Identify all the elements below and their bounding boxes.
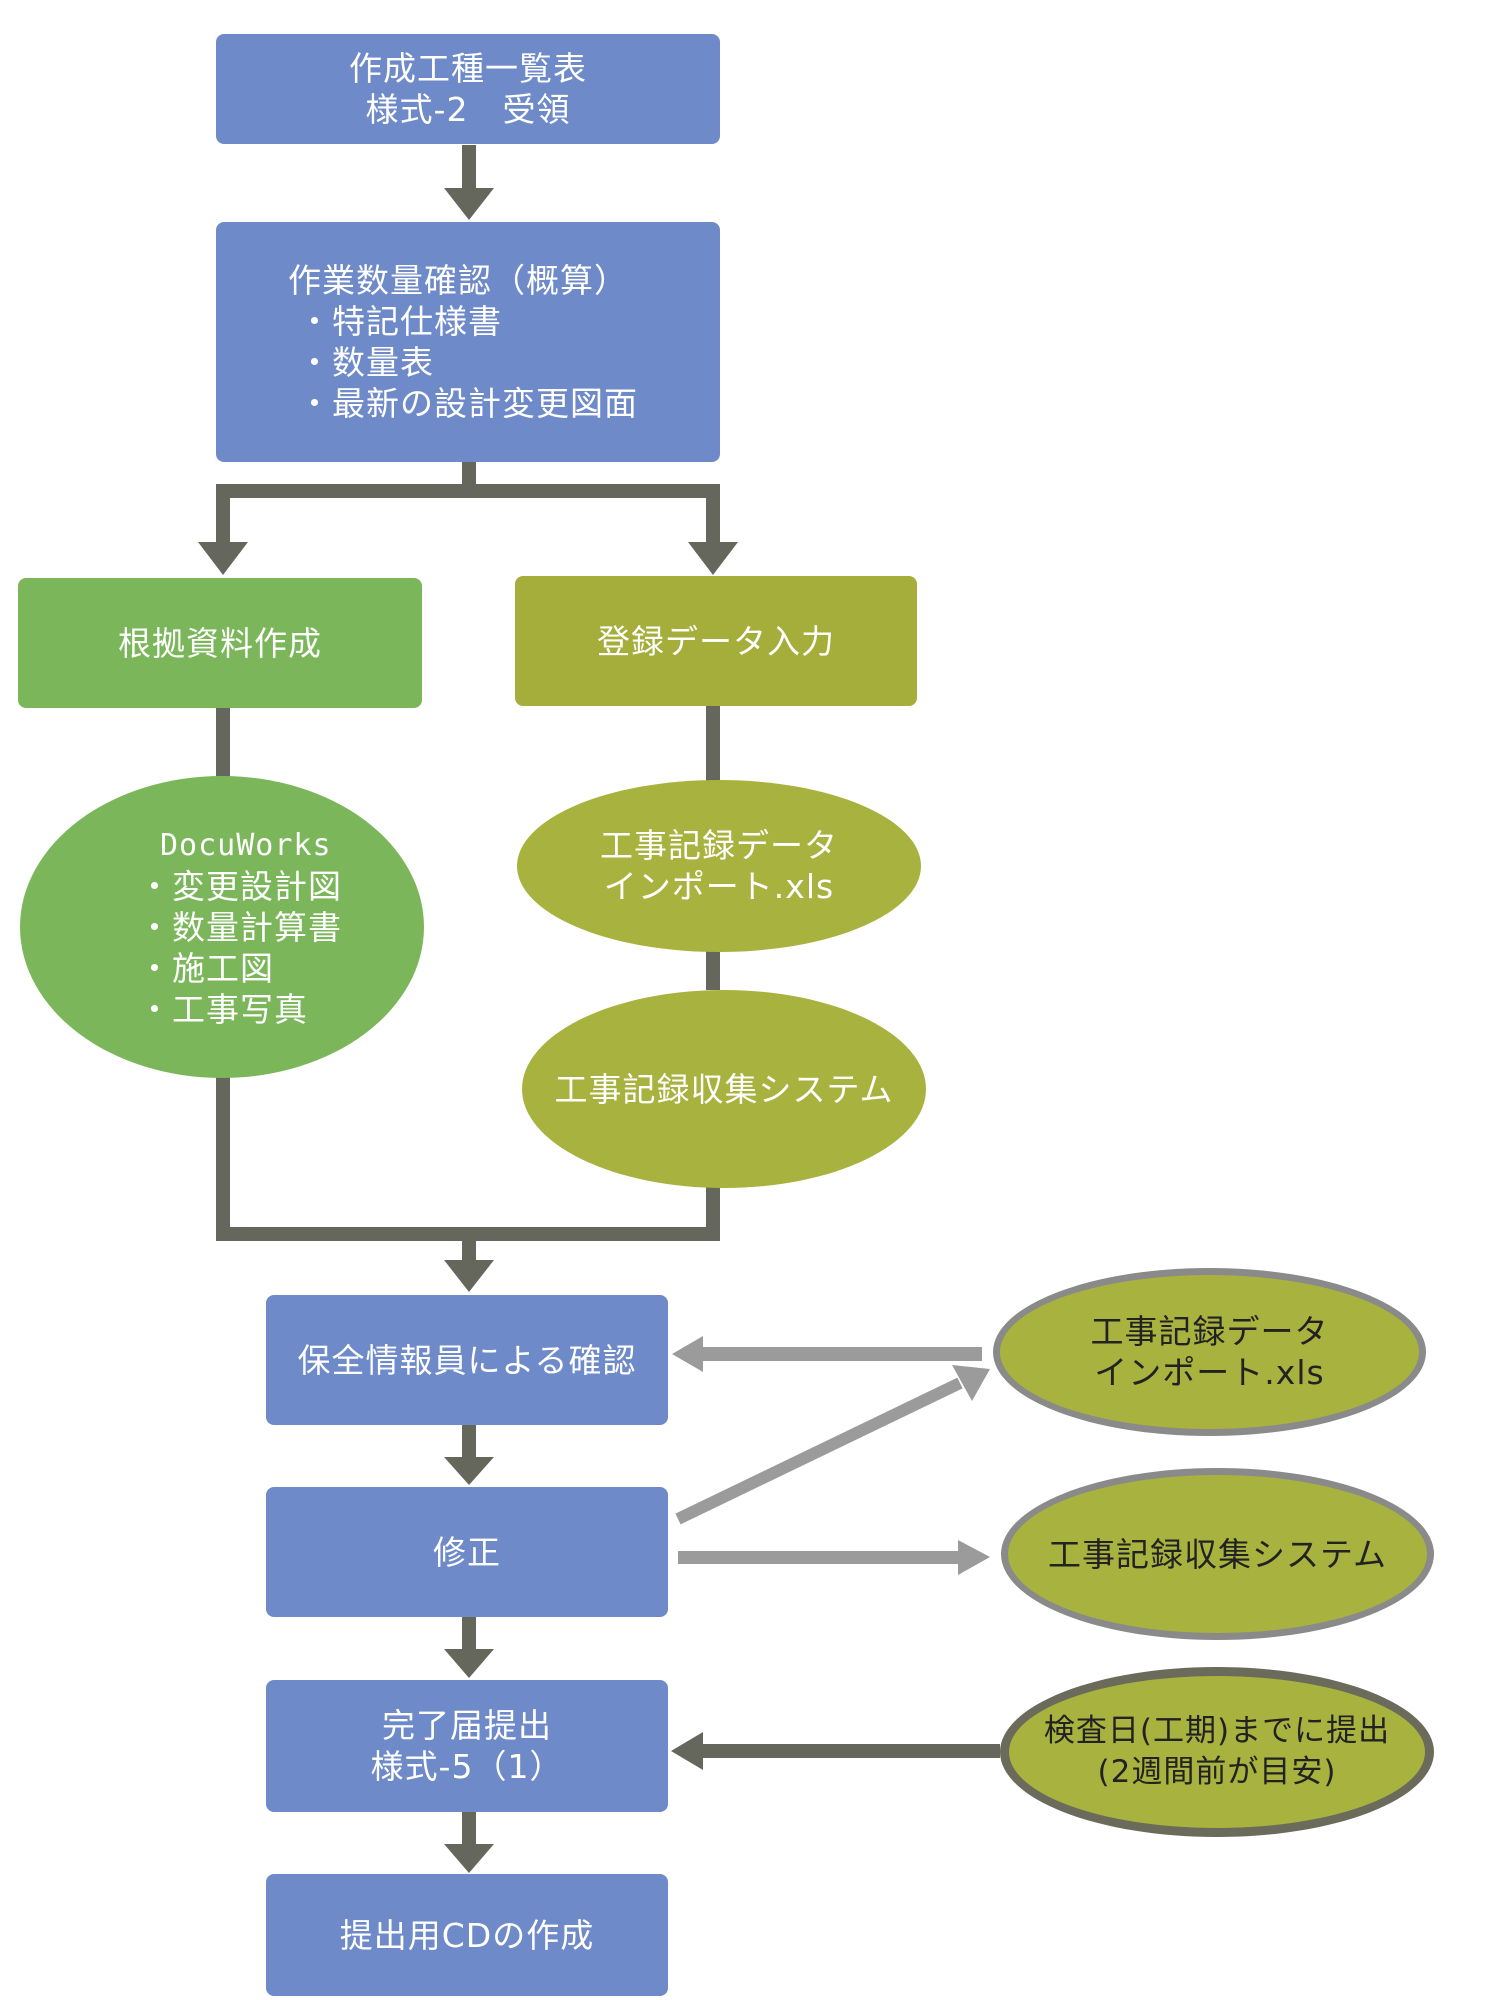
node-data-entry: 登録データ入力 xyxy=(515,576,917,706)
node-collection-system: 工事記録収集システム xyxy=(522,990,926,1188)
arrowhead-to-check xyxy=(444,188,494,220)
arrowhead-to-staff-check xyxy=(444,1260,494,1292)
node-side-import-xls: 工事記録データ インポート.xls xyxy=(993,1268,1426,1436)
connector-staff-to-fix xyxy=(462,1423,476,1460)
connector-receive-to-check xyxy=(462,145,476,190)
node-side-collection-system: 工事記録収集システム xyxy=(1001,1468,1434,1640)
fix-label: 修正 xyxy=(433,1532,501,1572)
import-xls-line-2: インポート.xls xyxy=(603,867,835,906)
node-import-xls: 工事記録データ インポート.xls xyxy=(517,780,921,952)
docuworks-item: ・変更設計図 xyxy=(138,866,342,906)
connector-side-xls-to-staff xyxy=(700,1347,982,1361)
import-xls-line-1: 工事記録データ xyxy=(600,826,838,865)
quantity-check-item: ・特記仕様書 xyxy=(298,302,502,341)
quantity-check-item: ・最新の設計変更図面 xyxy=(298,384,638,423)
completion-line-1: 完了届提出 xyxy=(382,1706,552,1745)
arrowhead-deadline xyxy=(671,1732,703,1770)
connector-merge-drop xyxy=(462,1227,476,1263)
receive-line-2: 様式-2 受領 xyxy=(365,90,571,129)
node-quantity-check: 作業数量確認（概算） ・特記仕様書 ・数量表 ・最新の設計変更図面 xyxy=(216,222,720,462)
docuworks-item: ・数量計算書 xyxy=(138,907,342,947)
docuworks-title: DocuWorks xyxy=(160,827,332,863)
evidence-label: 根拠資料作成 xyxy=(118,623,322,663)
arrowhead-to-side-xls xyxy=(952,1365,990,1401)
completion-line-2: 様式-5（1） xyxy=(370,1747,564,1786)
arrowhead-to-fix xyxy=(444,1457,494,1485)
side-collection-system-label: 工事記録収集システム xyxy=(1047,1534,1387,1574)
node-docuworks: DocuWorks ・変更設計図 ・数量計算書 ・施工図 ・工事写真 xyxy=(20,776,424,1078)
arrowhead-to-evidence xyxy=(198,542,248,575)
connector-right-drop xyxy=(706,484,720,544)
quantity-check-title: 作業数量確認（概算） xyxy=(288,261,628,300)
arrowhead-to-cd xyxy=(444,1844,494,1873)
connector-split-bar xyxy=(216,484,720,498)
docuworks-item: ・施工図 xyxy=(138,948,274,988)
collection-system-label: 工事記録収集システム xyxy=(554,1069,894,1109)
staff-check-label: 保全情報員による確認 xyxy=(297,1340,637,1380)
connector-fix-to-side-system xyxy=(678,1551,960,1564)
node-staff-check: 保全情報員による確認 xyxy=(266,1295,668,1425)
connector-entry-to-import xyxy=(706,705,720,783)
side-import-xls-line-2: インポート.xls xyxy=(1094,1353,1325,1392)
node-deadline: 検査日(工期)までに提出 (2週間前が目安) xyxy=(1000,1667,1434,1837)
side-import-xls-line-1: 工事記録データ xyxy=(1090,1312,1329,1351)
arrowhead-to-completion xyxy=(444,1649,494,1678)
connector-deadline-to-completion xyxy=(700,1744,1000,1758)
node-fix: 修正 xyxy=(266,1487,668,1617)
docuworks-item: ・工事写真 xyxy=(138,989,308,1029)
connector-left-drop xyxy=(216,484,230,544)
arrowhead-to-staff xyxy=(672,1336,703,1372)
connector-completion-to-cd xyxy=(462,1810,476,1847)
node-completion-report: 完了届提出 様式-5（1） xyxy=(266,1680,668,1812)
connector-fix-to-completion xyxy=(462,1615,476,1652)
quantity-check-item: ・数量表 xyxy=(298,343,434,382)
cd-label: 提出用CDの作成 xyxy=(339,1915,595,1955)
data-entry-label: 登録データ入力 xyxy=(597,621,835,661)
deadline-line-2: (2週間前が目安) xyxy=(1097,1754,1337,1790)
arrowhead-to-side-system xyxy=(958,1540,990,1575)
arrowhead-to-data-entry xyxy=(688,542,738,575)
receive-line-1: 作成工種一覧表 xyxy=(349,49,587,88)
connector-docuworks-down xyxy=(216,1075,230,1240)
connector-import-to-system xyxy=(706,950,720,990)
connector-evidence-to-docuworks xyxy=(216,708,230,778)
connector-system-down xyxy=(706,1185,720,1240)
deadline-line-1: 検査日(工期)までに提出 xyxy=(1043,1713,1391,1749)
node-receive-list: 作成工種一覧表 様式-2 受領 xyxy=(216,34,720,144)
node-evidence-docs: 根拠資料作成 xyxy=(18,578,422,708)
node-cd-creation: 提出用CDの作成 xyxy=(266,1874,668,1996)
connector-fix-to-side-xls xyxy=(675,1377,963,1525)
